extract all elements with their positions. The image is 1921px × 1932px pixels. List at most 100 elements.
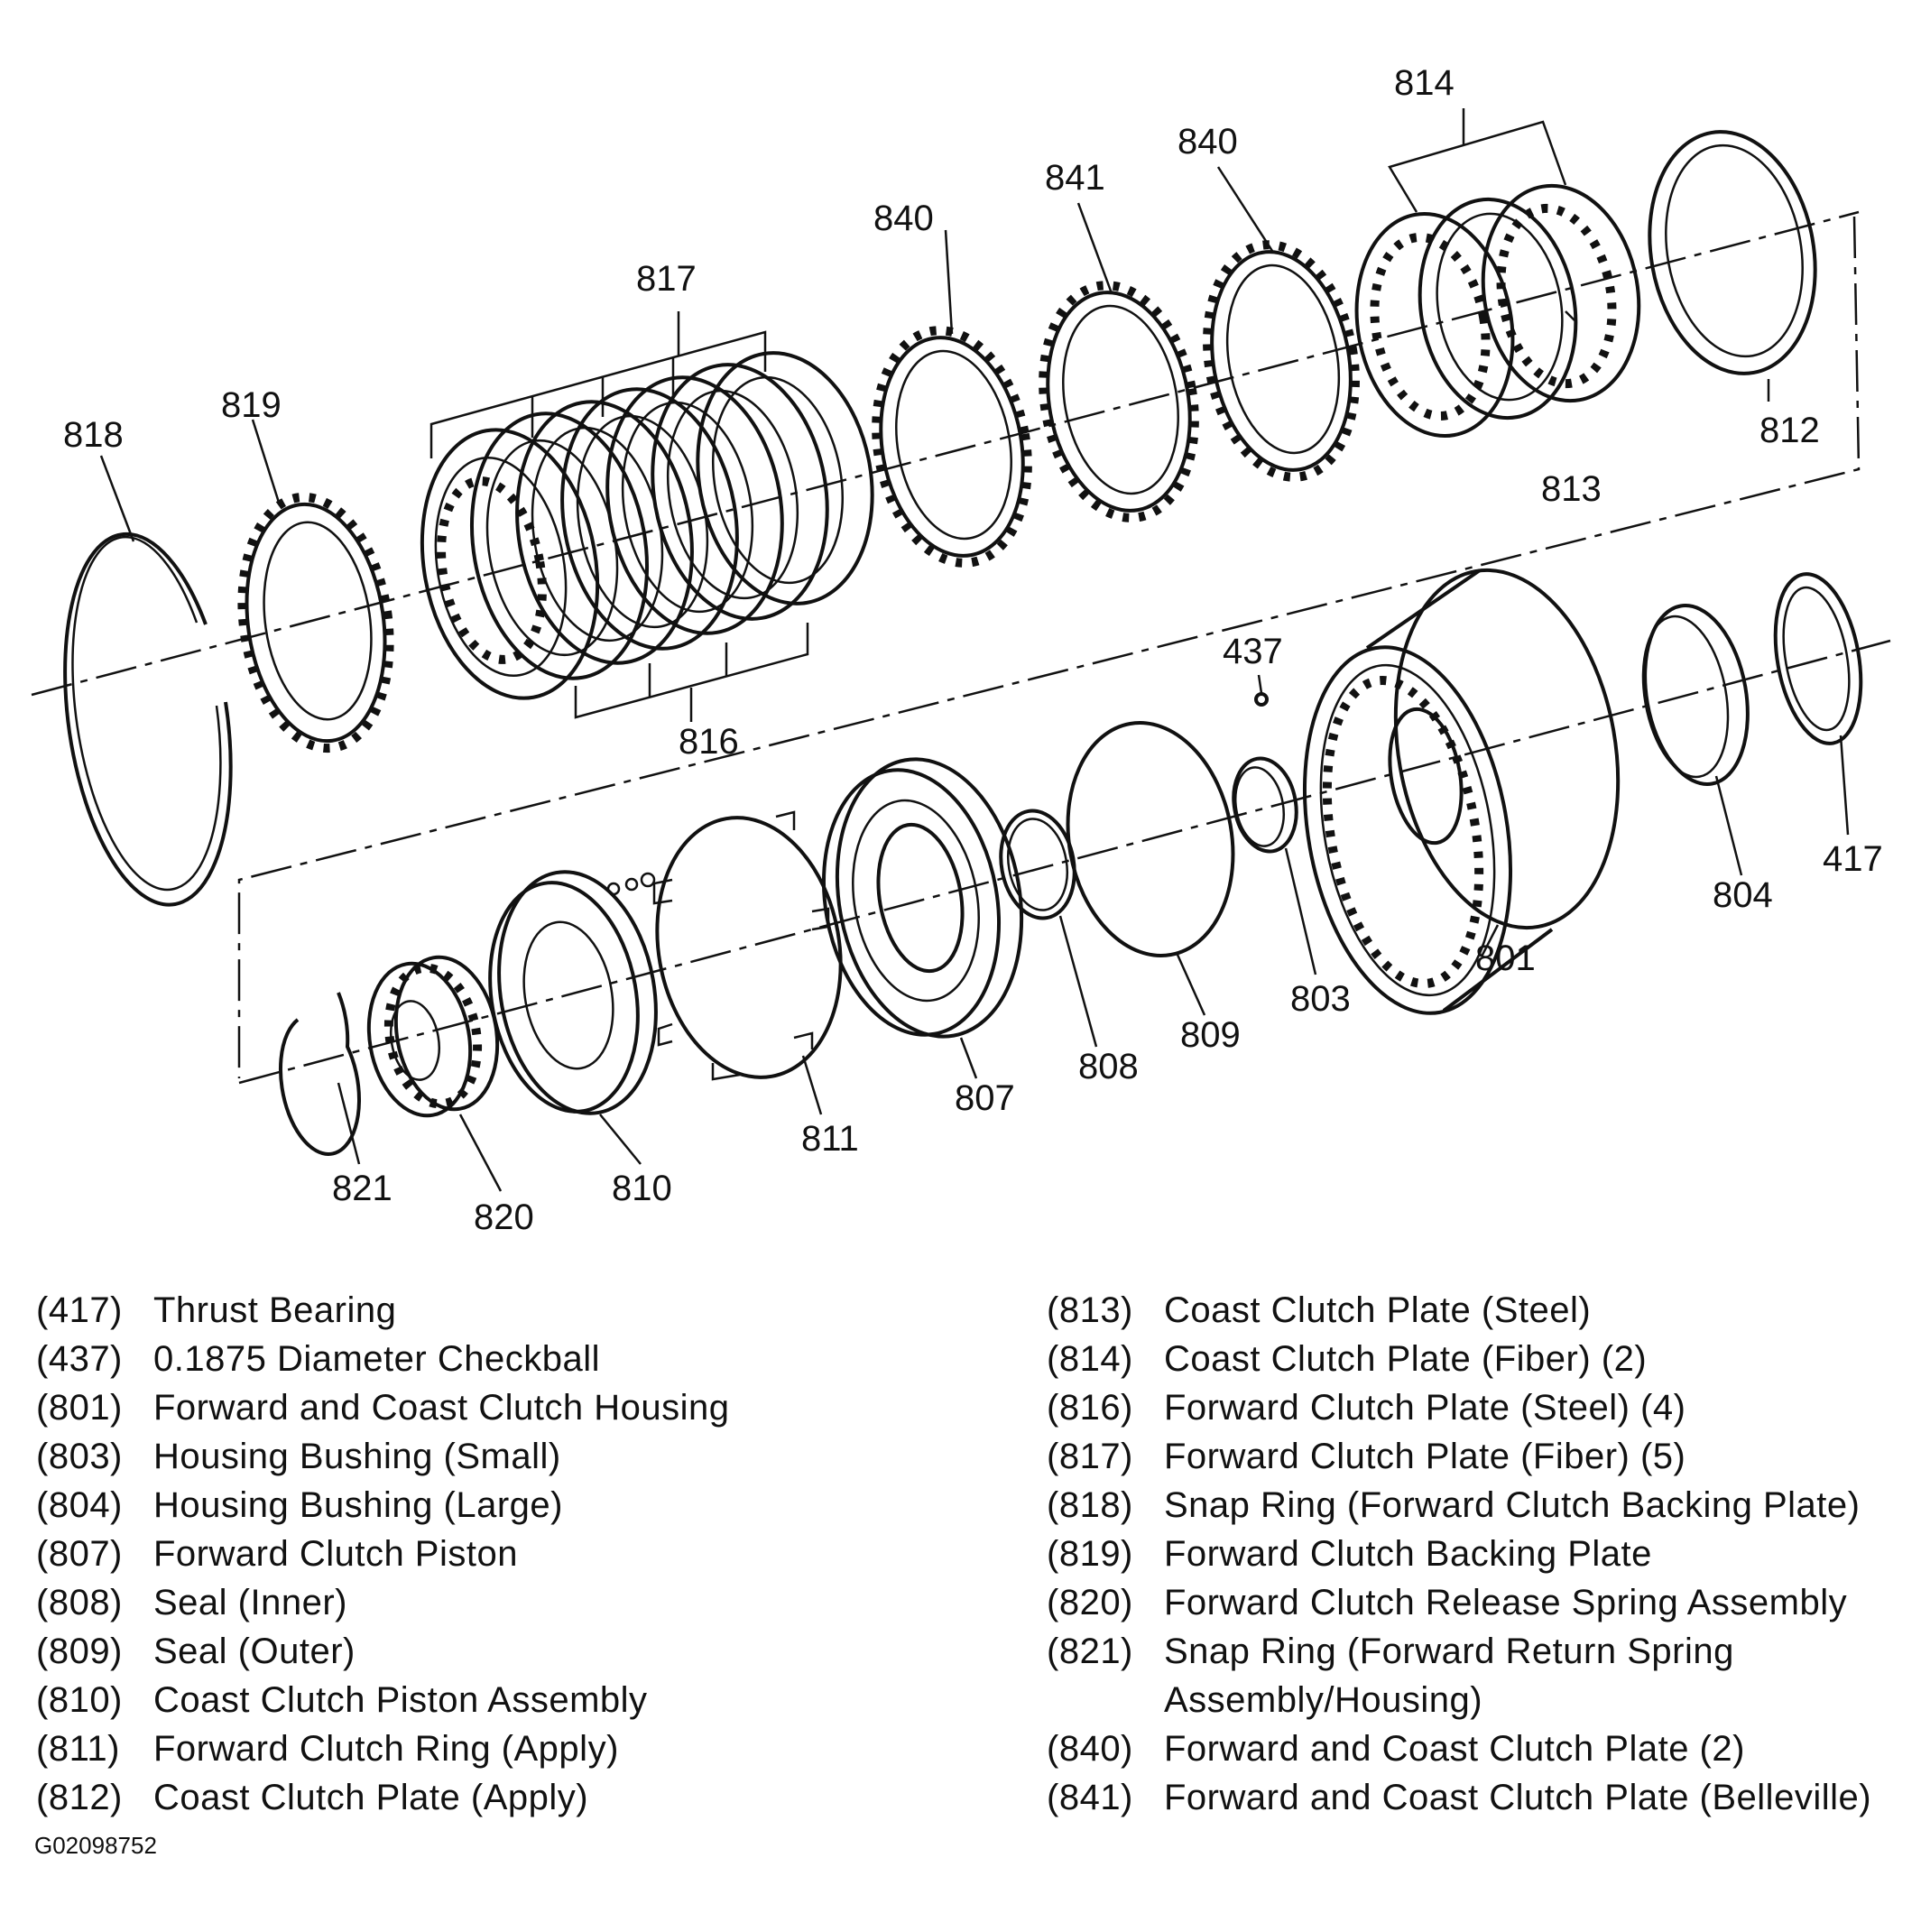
bracket-817 [429, 330, 767, 458]
legend-code: (807) [36, 1534, 123, 1574]
legend-code: (820) [1047, 1583, 1133, 1622]
legend-item: (807)Forward Clutch Piston [36, 1530, 938, 1578]
callout-840-b: 840 [1178, 122, 1238, 162]
callout-820: 820 [474, 1197, 534, 1237]
legend-description: Snap Ring (Forward Clutch Backing Plate) [1164, 1485, 1861, 1525]
legend-description: Seal (Outer) [153, 1632, 356, 1671]
legend-description: Forward Clutch Release Spring Assembly [1164, 1583, 1848, 1622]
callout-437: 437 [1223, 632, 1283, 671]
legend-description: Housing Bushing (Large) [153, 1485, 563, 1525]
part-819-backing-plate [237, 492, 394, 753]
callout-808: 808 [1078, 1047, 1139, 1086]
legend-item: (801) Forward and Coast Clutch Housing [36, 1383, 938, 1432]
legend-code: (816) [1047, 1388, 1133, 1428]
upper-centerline [31, 210, 1860, 697]
part-808-inner-seal [999, 809, 1076, 920]
legend-description: Seal (Inner) [153, 1583, 347, 1622]
part-812-apply-plate [1648, 130, 1817, 375]
legend-code: (812) [36, 1778, 123, 1817]
part-817-816-clutch-pack [420, 351, 874, 700]
part-804-bushing-large [1641, 604, 1750, 786]
legend-description: Forward Clutch Backing Plate [1164, 1534, 1652, 1574]
part-814-813-coast-plates [1354, 183, 1641, 439]
callout-819: 819 [221, 385, 282, 425]
callout-810: 810 [612, 1169, 672, 1208]
legend-code: (801) [36, 1388, 123, 1428]
part-840-plate-a [872, 326, 1032, 568]
callout-814: 814 [1394, 63, 1455, 103]
legend-item: (810)Coast Clutch Piston Assembly [36, 1676, 938, 1724]
legend-code: (417) [36, 1290, 123, 1330]
legend-item: (819) Forward Clutch Backing Plate [1047, 1530, 1913, 1578]
legend-item: (816) Forward Clutch Plate (Steel) (4) [1047, 1383, 1913, 1432]
callout-811: 811 [801, 1119, 859, 1159]
callout-801: 801 [1475, 938, 1536, 978]
callout-807: 807 [955, 1078, 1015, 1118]
legend-code: (437) [36, 1339, 123, 1379]
legend-item: (818) Snap Ring (Forward Clutch Backing P… [1047, 1481, 1913, 1530]
callout-813: 813 [1541, 469, 1602, 509]
legend-code: (819) [1047, 1534, 1133, 1574]
legend-code: (811) [36, 1729, 120, 1769]
legend-description: Snap Ring (Forward Return Spring Assembl… [1164, 1632, 1734, 1720]
part-820-spring-assembly [366, 955, 500, 1118]
legend-description: Forward and Coast Clutch Plate (Bellevil… [1164, 1778, 1872, 1817]
legend-description: Forward Clutch Ring (Apply) [153, 1729, 619, 1769]
legend-item: (811) Forward Clutch Ring (Apply) [36, 1724, 938, 1773]
parts-legend-left: (417) Thrust Bearing (437) 0.1875 Diameter… [36, 1286, 938, 1822]
callout-803: 803 [1290, 979, 1351, 1019]
part-841-belleville-plate [1039, 281, 1199, 522]
legend-code: (808) [36, 1583, 123, 1622]
legend-item: (437) 0.1875 Diameter Checkball [36, 1335, 938, 1383]
callout-417: 417 [1823, 839, 1883, 879]
legend-description: Thrust Bearing [153, 1290, 397, 1330]
callout-816: 816 [679, 722, 739, 762]
legend-description: Forward and Coast Clutch Housing [153, 1388, 730, 1428]
legend-item: (812) Coast Clutch Plate (Apply) [36, 1773, 938, 1822]
legend-item: (809) Seal (Outer) [36, 1627, 938, 1676]
legend-code: (814) [1047, 1339, 1133, 1379]
callout-841: 841 [1045, 158, 1105, 198]
callout-840-a: 840 [873, 199, 934, 238]
legend-code: (817) [1047, 1437, 1133, 1476]
legend-item: (814) Coast Clutch Plate (Fiber) (2) [1047, 1335, 1913, 1383]
legend-description: 0.1875 Diameter Checkball [153, 1339, 600, 1379]
figure-id: G02098752 [34, 1832, 157, 1859]
lower-centerline [238, 639, 1891, 1085]
legend-code: (809) [36, 1632, 123, 1671]
legend-item: (813)Coast Clutch Plate (Steel) [1047, 1286, 1913, 1335]
part-807-piston [821, 757, 1024, 1039]
connection-frame [237, 216, 1861, 1078]
legend-description: Forward and Coast Clutch Plate (2) [1164, 1729, 1745, 1769]
part-803-bushing-small [1232, 756, 1298, 854]
legend-description: Coast Clutch Plate (Fiber) (2) [1164, 1339, 1648, 1379]
legend-description: Forward Clutch Plate (Steel) (4) [1164, 1388, 1686, 1428]
part-811-apply-ring [652, 810, 843, 1081]
legend-item: (804) Housing Bushing (Large) [36, 1481, 938, 1530]
legend-code: (810) [36, 1680, 123, 1720]
callout-817: 817 [636, 259, 697, 299]
legend-code: (804) [36, 1485, 123, 1525]
legend-code: (841) [1047, 1778, 1133, 1817]
callout-818: 818 [63, 415, 124, 455]
legend-item: (820) Forward Clutch Release Spring Assem… [1047, 1578, 1913, 1627]
legend-item: (817) Forward Clutch Plate (Fiber) (5) [1047, 1432, 1913, 1481]
part-801-housing [1302, 568, 1621, 1015]
legend-item: (417) Thrust Bearing [36, 1286, 938, 1335]
legend-item: (808) Seal (Inner) [36, 1578, 938, 1627]
legend-code: (813) [1047, 1290, 1133, 1330]
legend-code: (818) [1047, 1485, 1133, 1525]
legend-item: (841) Forward and Coast Clutch Plate (Bel… [1047, 1773, 1913, 1822]
legend-description: Coast Clutch Plate (Apply) [153, 1778, 589, 1817]
legend-item: (803)Housing Bushing (Small) [36, 1432, 938, 1481]
callout-804: 804 [1713, 875, 1773, 915]
bracket-814 [1388, 120, 1567, 213]
legend-code: (803) [36, 1437, 123, 1476]
part-437-checkball [1254, 692, 1269, 707]
callout-821: 821 [332, 1169, 393, 1208]
part-417-thrust-bearing [1773, 572, 1863, 745]
legend-description: Forward Clutch Plate (Fiber) (5) [1164, 1437, 1686, 1476]
exploded-view-diagram: 818 819 817 816 840 841 840 814 813 812 … [31, 63, 1891, 1237]
legend-code: (840) [1047, 1729, 1133, 1769]
bracket-816 [574, 623, 809, 719]
